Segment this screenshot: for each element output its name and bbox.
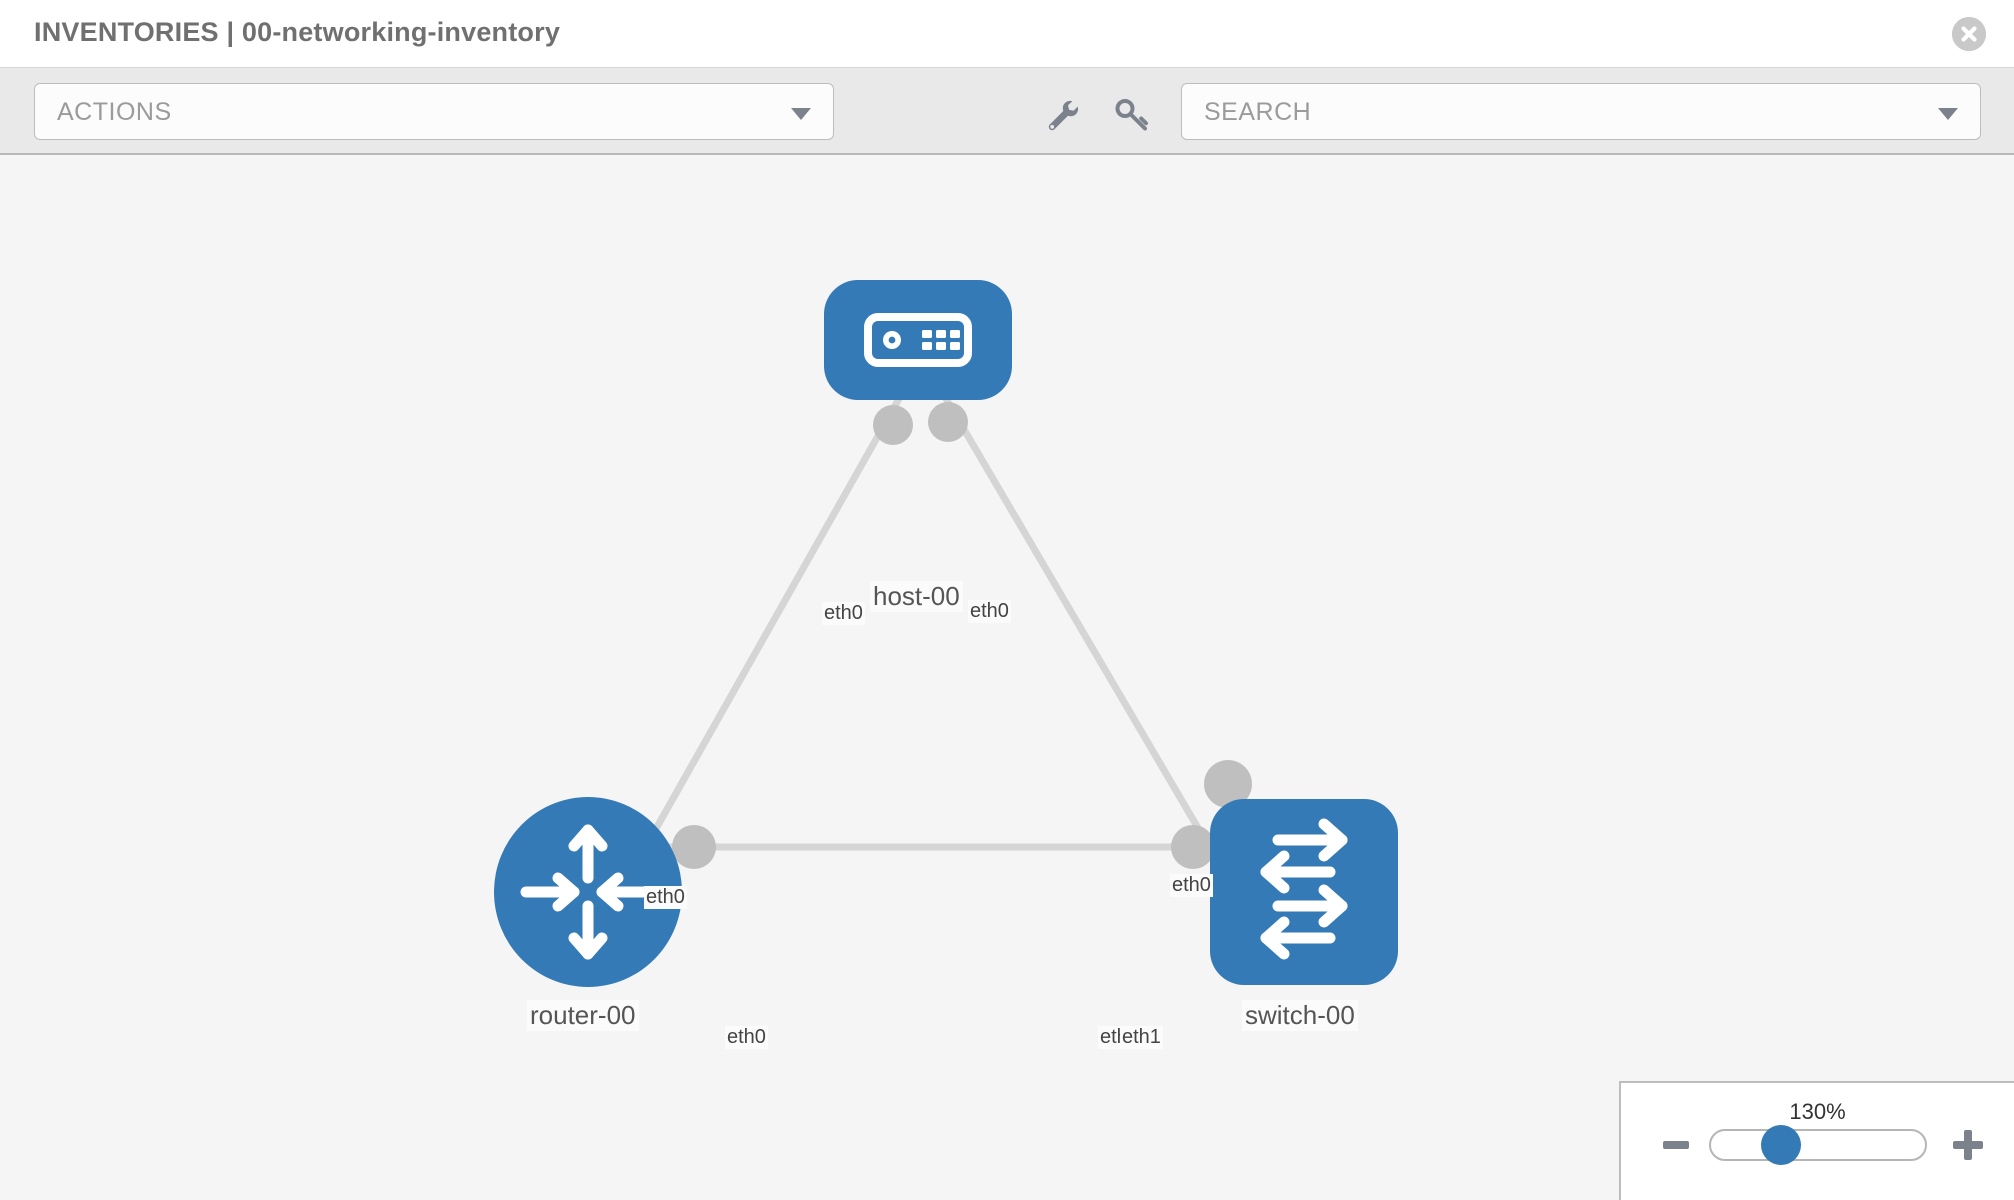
zoom-slider-track[interactable] [1709, 1129, 1927, 1161]
interface-label: eth0 [725, 1026, 768, 1049]
close-icon[interactable] [1952, 17, 1986, 51]
key-icon[interactable] [1110, 93, 1154, 137]
node-label-host-00[interactable]: host-00 [870, 581, 963, 612]
page-title: INVENTORIES | 00-networking-inventory [34, 17, 561, 47]
zoom-slider-thumb[interactable] [1761, 1125, 1801, 1165]
connector-host-right [928, 402, 968, 442]
interface-label: eth0 [1170, 874, 1213, 897]
chevron-down-icon[interactable] [1938, 108, 1958, 120]
node-label-switch-00[interactable]: switch-00 [1242, 1000, 1358, 1031]
connector-router-right [672, 825, 716, 869]
node-label-router-00[interactable]: router-00 [527, 1000, 639, 1031]
interface-label: eth0 [822, 602, 865, 625]
actions-dropdown-label: ACTIONS [57, 98, 172, 126]
interface-label: eth1 [1120, 1026, 1163, 1049]
link-host-switch [941, 395, 1219, 859]
wrench-icon[interactable] [1040, 93, 1084, 137]
node-host-00 [824, 280, 1012, 400]
actions-dropdown[interactable]: ACTIONS [34, 83, 834, 140]
zoom-level-label: 130% [1789, 1099, 1846, 1124]
topology-connectors [672, 402, 1252, 869]
zoom-control-panel: 130% [1619, 1081, 2014, 1200]
connector-switch-left [1171, 825, 1215, 869]
minus-icon[interactable] [1663, 1141, 1689, 1149]
interface-label: eth0 [644, 886, 687, 909]
node-switch-00 [1210, 799, 1398, 985]
connector-switch-top [1204, 760, 1252, 808]
search-placeholder: SEARCH [1204, 98, 1312, 126]
page-header: INVENTORIES | 00-networking-inventory [0, 0, 2014, 68]
chevron-down-icon [791, 108, 811, 120]
search-input[interactable]: SEARCH [1181, 83, 1981, 140]
connector-host-left [873, 405, 913, 445]
topology-links [636, 395, 1219, 859]
plus-icon[interactable] [1953, 1130, 1983, 1160]
node-router-00 [494, 797, 682, 987]
link-host-router [636, 395, 904, 859]
topology-canvas[interactable]: host-00 router-00 switch-00 eth0 eth0 et… [0, 157, 2014, 1200]
interface-label: eth0 [968, 600, 1011, 623]
